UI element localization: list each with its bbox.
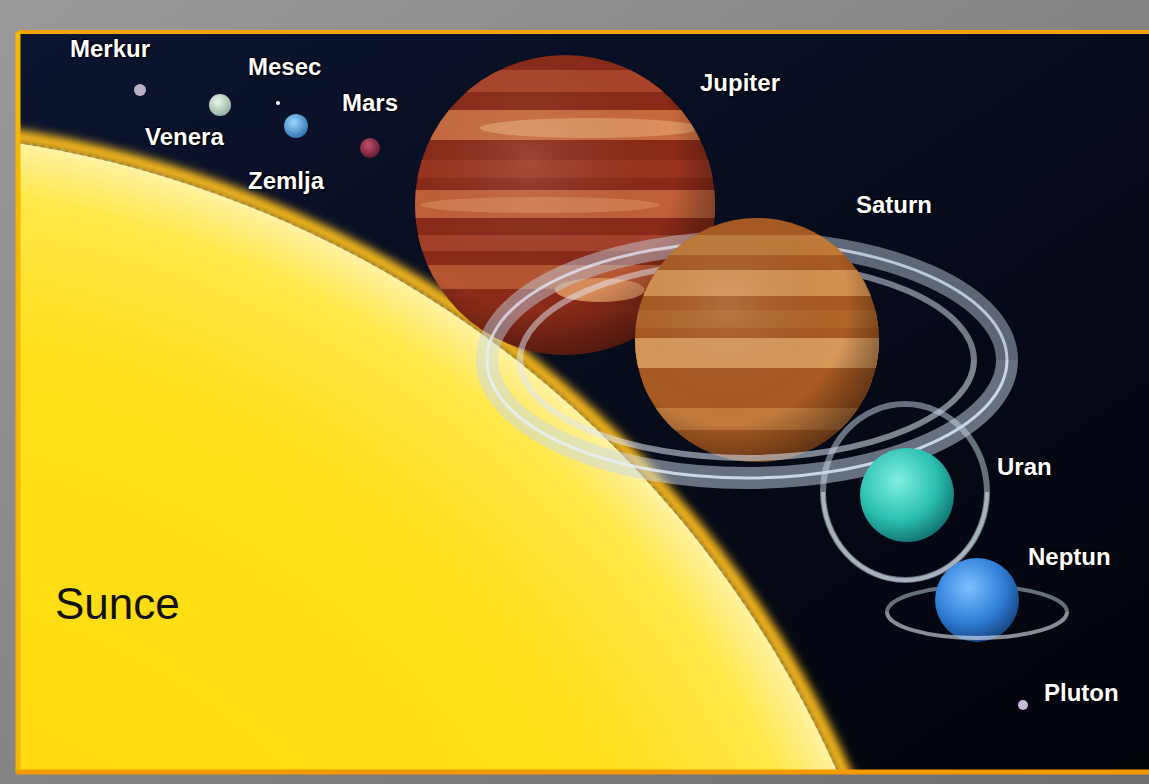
planet-label: Neptun bbox=[1028, 544, 1111, 570]
planet-label: Venera bbox=[145, 124, 224, 150]
planet-label: Jupiter bbox=[700, 70, 780, 96]
planet-label: Merkur bbox=[70, 36, 150, 62]
sun-label: Sunce bbox=[55, 580, 180, 628]
planet-label: Saturn bbox=[856, 192, 932, 218]
planet-label: Zemlja bbox=[248, 168, 324, 194]
planet-label: Mesec bbox=[248, 54, 321, 80]
planet-label: Mars bbox=[342, 90, 398, 116]
planet-label: Pluton bbox=[1044, 680, 1119, 706]
planet-label: Uran bbox=[997, 454, 1052, 480]
